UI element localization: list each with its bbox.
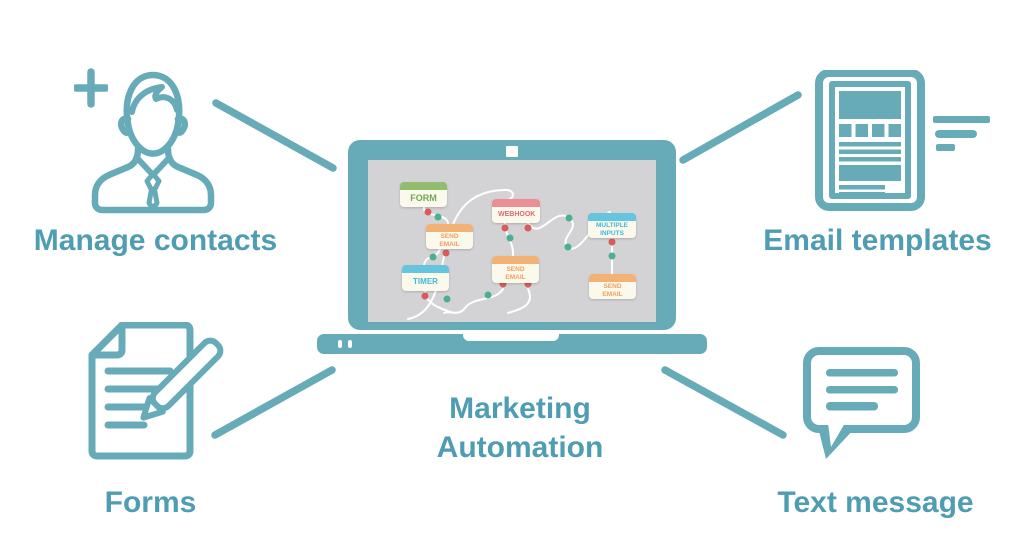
laptop-base-dot (348, 340, 352, 348)
feature-label-manage-contacts: Manage contacts (33, 224, 278, 257)
node-label: TIMER (413, 277, 438, 287)
workflow-node-webhook: WEBHOOK (492, 199, 540, 223)
laptop-base-dot (338, 340, 342, 348)
workflow-node-send-email-3: SEND EMAIL (589, 274, 636, 299)
node-header (492, 199, 540, 207)
laptop-base (317, 334, 707, 354)
node-label: SEND EMAIL (439, 233, 460, 248)
connector-bottom-left (211, 366, 336, 439)
workflow-node-send-email-1: SEND EMAIL (426, 224, 473, 249)
node-header (402, 265, 449, 273)
laptop-display: FORM SEND EMAIL TIMER WEBHOOK SEND EMAIL… (368, 160, 656, 322)
pencil (140, 337, 224, 421)
form-pencil-icon (88, 322, 224, 460)
laptop-screen: FORM SEND EMAIL TIMER WEBHOOK SEND EMAIL… (348, 140, 676, 330)
laptop-base-notch (463, 334, 559, 341)
workflow-node-form: FORM (400, 182, 447, 207)
speed-line (936, 144, 955, 151)
workflow-dots (421, 208, 616, 303)
speed-line (935, 130, 977, 138)
node-header (588, 213, 636, 221)
node-label: SEND EMAIL (602, 283, 623, 298)
laptop-camera-icon (506, 146, 518, 157)
center-title-line1: Marketing (449, 392, 591, 425)
speed-line (933, 116, 990, 123)
plus-icon (74, 68, 108, 108)
node-header (492, 256, 539, 264)
workflow-node-timer: TIMER (402, 265, 449, 291)
email-template-icon (815, 70, 990, 211)
node-label: SEND EMAIL (505, 265, 526, 281)
node-label: FORM (410, 193, 437, 204)
connector-top-right (679, 91, 802, 164)
workflow-node-send-email-2: SEND EMAIL (492, 256, 539, 283)
workflow-node-multiple-inputs: MULTIPLE INPUTS (588, 213, 636, 238)
feature-label-email-templates: Email templates (763, 224, 992, 257)
node-label: WEBHOOK (498, 210, 536, 218)
feature-label-forms: Forms (104, 486, 197, 519)
node-label: MULTIPLE INPUTS (595, 222, 628, 237)
center-title-line2: Automation (436, 431, 604, 464)
center-title: Marketing Automation (395, 389, 645, 467)
chat-bubble-icon (803, 347, 920, 459)
node-header (400, 182, 447, 190)
connector-top-left (212, 99, 337, 172)
person-icon (91, 71, 215, 214)
node-header (589, 274, 636, 282)
node-header (426, 224, 473, 232)
feature-label-text-message: Text message (777, 486, 974, 519)
connector-bottom-right (661, 366, 787, 439)
